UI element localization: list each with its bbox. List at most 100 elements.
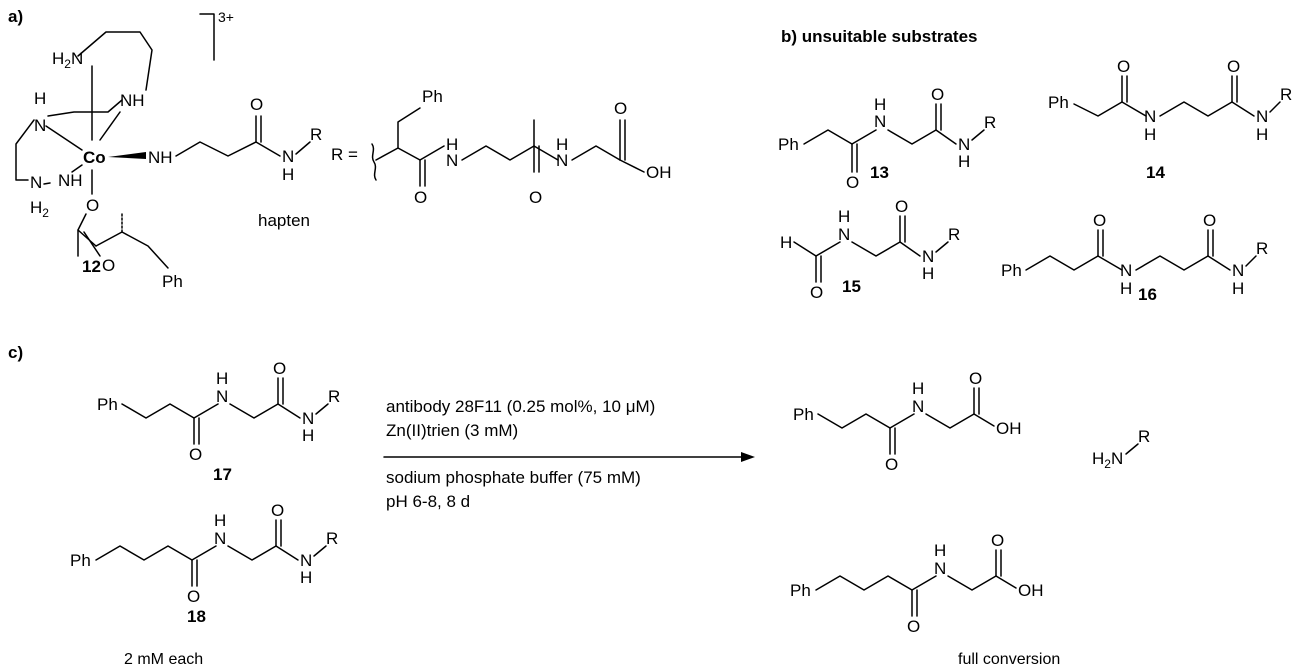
bond-c-n <box>255 141 281 157</box>
charge-bracket <box>199 13 215 61</box>
s17-ph: Ph <box>97 395 118 414</box>
s17-h1: H <box>216 369 228 388</box>
s14-c-n2 <box>1231 101 1255 117</box>
s17-n2: N <box>302 409 314 428</box>
hapten-12-structure: 3+ H2N NH H N Co NH NH N H2 O O Ph <box>15 9 322 291</box>
substrate-18-structure: Ph O H N O N H R <box>70 501 338 606</box>
s13-chain-a <box>803 129 853 145</box>
atom-n-lower-left: N <box>30 173 42 192</box>
substrate-16-structure: Ph O N H O N H R <box>1001 211 1268 298</box>
r-atom-nh1: H <box>446 135 458 154</box>
bond-n-r <box>295 141 311 155</box>
s17-r: R <box>328 387 340 406</box>
bond-en-left <box>15 119 35 181</box>
r-atom-o3: O <box>614 99 627 118</box>
s13-n-r <box>971 129 985 141</box>
s16-h2: H <box>1232 279 1244 298</box>
s13-n1: N <box>874 112 886 131</box>
p2-c-oh <box>995 575 1017 589</box>
atom-h2-lower-left: H2 <box>30 198 49 220</box>
atom-r: R <box>310 125 322 144</box>
condition-line-3: sodium phosphate buffer (75 mM) <box>386 468 641 487</box>
compound-12-label: 12 <box>82 257 101 276</box>
bond-n-nh <box>43 182 51 185</box>
s14-h2: H <box>1256 125 1268 144</box>
compound-13-label: 13 <box>870 163 889 182</box>
s18-o1: O <box>187 587 200 606</box>
condition-line-1: antibody 28F11 (0.25 mol%, 10 μM) <box>386 397 655 416</box>
s17-n1: N <box>216 387 228 406</box>
substrate-13-structure: Ph O H N O N H R <box>778 85 996 192</box>
amine-n-r <box>1125 443 1139 455</box>
r-atom-nh2: H <box>556 135 568 154</box>
s16-n1: N <box>1120 261 1132 280</box>
s18-n-r <box>313 545 327 557</box>
r-atom-n2: N <box>556 151 568 170</box>
r-atom-o1: O <box>414 188 427 207</box>
s14-ph: Ph <box>1048 93 1069 112</box>
s16-n-r <box>1245 255 1257 267</box>
s17-n-r <box>315 403 329 415</box>
p1-oh: OH <box>996 419 1022 438</box>
r-c-n1 <box>419 145 445 161</box>
amine-r: R <box>1138 427 1150 446</box>
s15-n2: N <box>922 247 934 266</box>
compound-16-label: 16 <box>1138 285 1157 304</box>
bond-benzyl <box>121 231 169 269</box>
s16-chain-b <box>1135 255 1209 271</box>
s16-r: R <box>1256 239 1268 258</box>
s16-c-n <box>1097 255 1123 271</box>
p2-oh: OH <box>1018 581 1044 600</box>
s15-h-c <box>793 241 817 257</box>
s13-h1: H <box>874 95 886 114</box>
atom-h2n-top: H2N <box>52 49 83 71</box>
bond-co-nh-upper <box>99 111 121 141</box>
condition-line-2: Zn(II)trien (3 mM) <box>386 421 518 440</box>
s17-chain-b <box>229 403 279 419</box>
p1-ph: Ph <box>793 405 814 424</box>
compound-18-label: 18 <box>187 607 206 626</box>
s18-o2: O <box>271 501 284 520</box>
r-benzyl <box>397 107 421 149</box>
start-note: 2 mM each <box>124 651 203 668</box>
compound-17-label: 17 <box>213 465 232 484</box>
p2-n1: N <box>934 559 946 578</box>
s16-o2: O <box>1203 211 1216 230</box>
s15-c-n2 <box>899 241 921 257</box>
s16-chain-a <box>1025 255 1099 271</box>
atom-n-amide: N <box>282 147 294 166</box>
s15-n-r <box>935 241 949 253</box>
hapten-label: hapten <box>258 211 310 230</box>
s17-c-n <box>193 403 219 419</box>
r-chain-2 <box>461 145 535 161</box>
atom-cobalt: Co <box>83 148 106 167</box>
p2-c-n <box>911 575 937 591</box>
p1-o2: O <box>969 369 982 388</box>
bond-c-alpha <box>95 231 123 247</box>
charge-label: 3+ <box>218 9 234 25</box>
s18-c-n <box>191 545 217 561</box>
bond-co-nh-lower <box>71 164 83 173</box>
amine-h2n: H2N <box>1092 449 1123 471</box>
bond-n-co <box>45 125 83 151</box>
s14-n1: N <box>1144 107 1156 126</box>
compound-15-label: 15 <box>842 277 861 296</box>
p1-c-n <box>889 413 915 429</box>
p1-o1: O <box>885 455 898 474</box>
s15-o1: O <box>810 283 823 302</box>
p1-n1: N <box>912 397 924 416</box>
s18-h2: H <box>300 568 312 587</box>
s18-r: R <box>326 529 338 548</box>
compound-14-label: 14 <box>1146 163 1165 182</box>
s15-n1: N <box>838 225 850 244</box>
p1-chain-b <box>925 413 975 429</box>
p2-h1: H <box>934 541 946 560</box>
s14-o1: O <box>1117 57 1130 76</box>
condition-line-4: pH 6-8, 8 d <box>386 492 470 511</box>
r-equals-label: R = <box>331 145 358 164</box>
r-atom-ph: Ph <box>422 87 443 106</box>
substrate-14-structure: Ph O N H O N H R <box>1048 57 1292 144</box>
s13-chain-b <box>887 129 937 145</box>
atom-ph: Ph <box>162 272 183 291</box>
